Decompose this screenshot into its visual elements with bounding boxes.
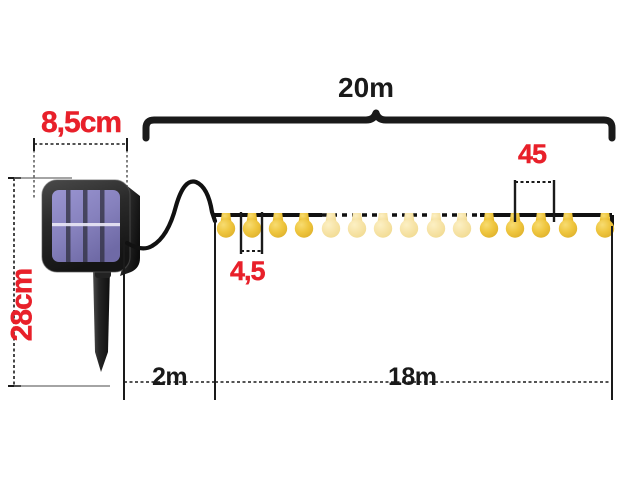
- bulb-globe: [373, 219, 393, 238]
- label-bulb-spacing: 45: [518, 139, 547, 169]
- lead-cable: [124, 179, 218, 251]
- bulb-globe: [531, 219, 551, 238]
- bulb: [558, 213, 578, 238]
- label-width: 8,5cm: [41, 106, 122, 139]
- bulb: [321, 213, 341, 238]
- bulb-globe: [452, 219, 472, 238]
- bulb-globe: [479, 219, 499, 238]
- bulb-globe: [321, 219, 341, 238]
- bulb-globe: [426, 219, 446, 238]
- bulb: [216, 213, 236, 238]
- label-lead-cable: 2m: [152, 363, 188, 391]
- bulb-globe: [347, 219, 367, 238]
- bulb-size-dimension: [239, 212, 264, 254]
- bulb-globe: [505, 219, 525, 238]
- bulb-group: [216, 213, 615, 238]
- label-height: 28cm: [5, 268, 39, 342]
- bulb-globe: [216, 219, 236, 238]
- bulb: [294, 213, 314, 238]
- bulb-globe: [294, 219, 314, 238]
- bulb: [242, 213, 262, 238]
- bulb: [479, 213, 499, 238]
- baseline-dimensions: [123, 221, 613, 400]
- bulb: [595, 213, 615, 238]
- bulb-globe: [595, 219, 615, 238]
- bulb-globe: [558, 219, 578, 238]
- bulb-globe: [399, 219, 419, 238]
- bulb: [268, 213, 288, 238]
- panel-busbar: [52, 223, 120, 227]
- bulb: [426, 213, 446, 238]
- total-length-bracket: [142, 109, 616, 142]
- solar-panel-stake: [41, 179, 140, 372]
- bulb: [452, 213, 472, 238]
- bulb-globe: [242, 219, 262, 238]
- label-total-length: 20m: [338, 72, 395, 103]
- height-dimension: [8, 177, 110, 387]
- bulb-globe: [268, 219, 288, 238]
- bulb: [399, 213, 419, 238]
- bulb: [531, 213, 551, 238]
- label-lit-run: 18m: [388, 363, 437, 391]
- bulb-spacing-dimension: [513, 180, 556, 222]
- bulb: [347, 213, 367, 238]
- label-bulb-size: 4,5: [230, 256, 266, 286]
- bulb: [373, 213, 393, 238]
